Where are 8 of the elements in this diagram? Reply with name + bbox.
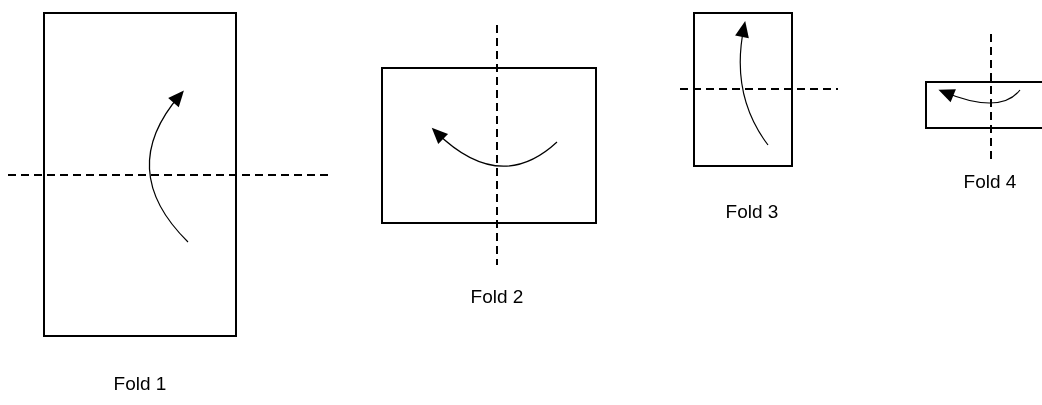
paper-rectangle xyxy=(693,12,793,167)
fold-caption: Fold 3 xyxy=(725,200,779,224)
paper-rectangle xyxy=(43,12,237,337)
paper-rectangle xyxy=(381,67,597,224)
fold-caption: Fold 1 xyxy=(113,372,167,396)
paper-rectangle xyxy=(925,81,1042,129)
fold-caption: Fold 4 xyxy=(963,170,1017,194)
fold-caption: Fold 2 xyxy=(470,285,524,309)
